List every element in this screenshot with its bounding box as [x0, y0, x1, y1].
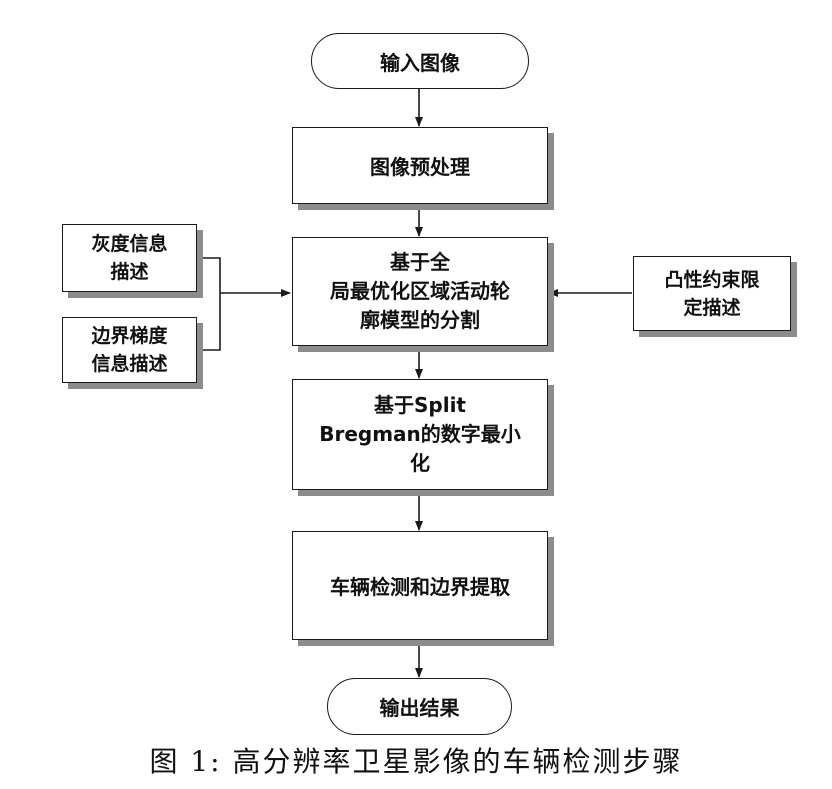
edge-gradient-node: 边界梯度 信息描述	[62, 317, 197, 383]
convexity-node-label: 凸性约束限 定描述	[664, 268, 760, 319]
start-node: 输入图像	[311, 33, 529, 89]
end-node-label: 输出结果	[379, 696, 460, 720]
segmentation-node-label: 基于全 局最优化区域活动轮 廓模型的分割	[330, 250, 510, 332]
preprocess-node-label: 图像预处理	[370, 155, 470, 179]
segmentation-node: 基于全 局最优化区域活动轮 廓模型的分割	[292, 237, 548, 346]
gray-info-node: 灰度信息 描述	[62, 224, 197, 292]
minimization-node: 基于Split Bregman的数字最小 化	[292, 379, 548, 490]
detection-node-label: 车辆检测和边界提取	[330, 575, 510, 599]
edge-gradient-node-label: 边界梯度 信息描述	[91, 325, 168, 375]
end-node: 输出结果	[327, 678, 512, 735]
detection-node: 车辆检测和边界提取	[292, 531, 548, 640]
convexity-node: 凸性约束限 定描述	[633, 256, 791, 331]
figure-caption: 图 1: 高分辨率卫星影像的车辆检测步骤	[149, 745, 683, 778]
preprocess-node: 图像预处理	[292, 127, 548, 204]
gray-info-node-label: 灰度信息 描述	[91, 233, 168, 283]
left-inputs-bracket	[197, 257, 221, 351]
start-node-label: 输入图像	[380, 50, 460, 75]
minimization-node-label: 基于Split Bregman的数字最小 化	[319, 393, 521, 475]
